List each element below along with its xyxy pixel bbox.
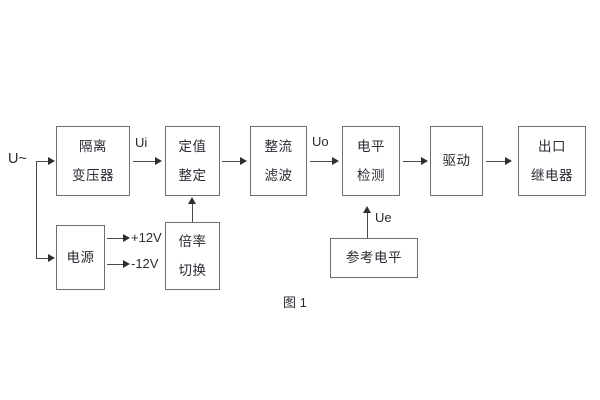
input-branch-bottom-arrowhead bbox=[48, 253, 55, 262]
signal-label-ui: Ui bbox=[135, 135, 148, 150]
rail-positive-label: +12V bbox=[131, 230, 162, 245]
signal-label-ue: Ue bbox=[375, 210, 392, 225]
rail-negative-line bbox=[107, 264, 124, 265]
rail-positive-line bbox=[107, 238, 124, 239]
rail-negative-arrowhead bbox=[123, 259, 130, 268]
block-reference-level-line-1: 参考电平 bbox=[346, 250, 402, 266]
input-bus-vertical bbox=[36, 161, 37, 258]
input-branch-bottom-line bbox=[36, 258, 49, 259]
arrow-uo-head bbox=[332, 156, 339, 165]
arrow-level-to-drive-line bbox=[403, 161, 422, 162]
block-rectify-filter[interactable]: 整流 滤波 bbox=[250, 126, 307, 196]
block-drive-line-1: 驱动 bbox=[442, 153, 471, 169]
rail-positive-arrowhead bbox=[123, 233, 130, 242]
arrow-drive-to-relay-line bbox=[486, 161, 507, 162]
block-isolation-transformer[interactable]: 隔离 变压器 bbox=[56, 126, 130, 196]
block-reference-level[interactable]: 参考电平 bbox=[330, 238, 418, 278]
block-level-detect[interactable]: 电平 检测 bbox=[342, 126, 400, 196]
block-level-detect-line-1: 电平 bbox=[357, 138, 385, 154]
block-isolation-transformer-line-1: 隔离 bbox=[79, 138, 107, 154]
input-branch-top-line bbox=[36, 161, 49, 162]
block-ratio-switch-line-1: 倍率 bbox=[178, 233, 207, 249]
arrow-drive-to-relay-head bbox=[505, 156, 512, 165]
block-setting-adjust-line-1: 定值 bbox=[178, 138, 207, 154]
block-output-relay-line-2: 继电器 bbox=[531, 168, 573, 183]
block-power-supply-line-1: 电源 bbox=[66, 249, 95, 265]
block-output-relay-line-1: 出口 bbox=[538, 138, 566, 154]
block-ratio-switch-line-2: 切换 bbox=[178, 263, 207, 278]
arrow-ratio-to-setting-line bbox=[192, 203, 193, 222]
arrow-ue-head bbox=[362, 206, 371, 213]
input-branch-top-arrowhead bbox=[48, 156, 55, 165]
block-ratio-switch[interactable]: 倍率 切换 bbox=[165, 222, 220, 290]
block-output-relay[interactable]: 出口 继电器 bbox=[518, 126, 586, 196]
block-drive[interactable]: 驱动 bbox=[430, 126, 483, 196]
block-rectify-filter-line-1: 整流 bbox=[264, 138, 293, 154]
arrow-ui-line bbox=[133, 161, 156, 162]
arrow-ue-line bbox=[367, 213, 368, 238]
arrow-setting-to-rectify-head bbox=[240, 156, 247, 165]
arrow-ui-head bbox=[155, 156, 162, 165]
rail-negative-label: -12V bbox=[131, 256, 159, 271]
block-level-detect-line-2: 检测 bbox=[357, 168, 385, 183]
arrow-setting-to-rectify-line bbox=[222, 161, 242, 162]
signal-label-uo: Uo bbox=[312, 134, 329, 149]
block-power-supply[interactable]: 电源 bbox=[56, 225, 105, 290]
figure-caption: 图 1 bbox=[283, 295, 307, 310]
block-isolation-transformer-line-2: 变压器 bbox=[72, 168, 114, 183]
block-setting-adjust[interactable]: 定值 整定 bbox=[165, 126, 220, 196]
block-rectify-filter-line-2: 滤波 bbox=[264, 168, 293, 183]
input-label-u: U~ bbox=[8, 151, 27, 167]
arrow-uo-line bbox=[310, 161, 333, 162]
arrow-ratio-to-setting-head bbox=[187, 197, 196, 204]
arrow-level-to-drive-head bbox=[421, 156, 428, 165]
block-setting-adjust-line-2: 整定 bbox=[178, 168, 207, 183]
